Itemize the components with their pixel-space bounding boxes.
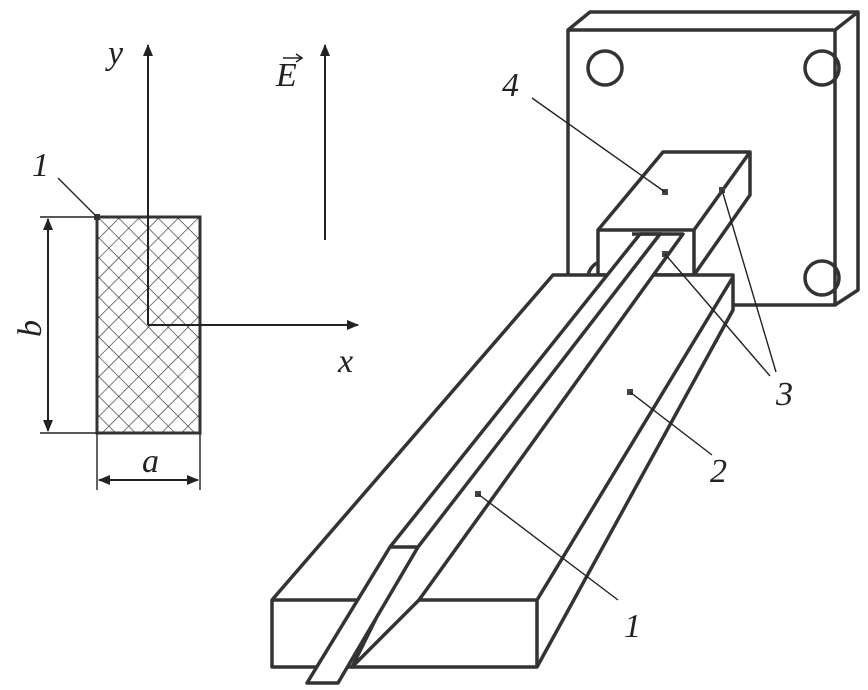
bolt-hole [586,49,624,87]
cross-section: y x E b a 1 [12,35,359,490]
label-base: 2 [710,453,727,490]
label-beam: 1 [624,608,641,645]
point-label-1: 1 [32,147,49,184]
bolt-hole [803,49,841,87]
width-label: a [142,443,159,480]
height-label: b [12,320,49,337]
field-label: E [275,57,297,94]
assembly: 4 3 2 1 [270,10,860,685]
vector-arrow-icon [283,53,304,63]
label-electrodes: 3 [775,376,793,413]
label-clamp: 4 [502,67,519,104]
x-axis-label: x [337,343,353,380]
bolt-hole [803,259,841,297]
y-axis-label: y [105,35,124,72]
